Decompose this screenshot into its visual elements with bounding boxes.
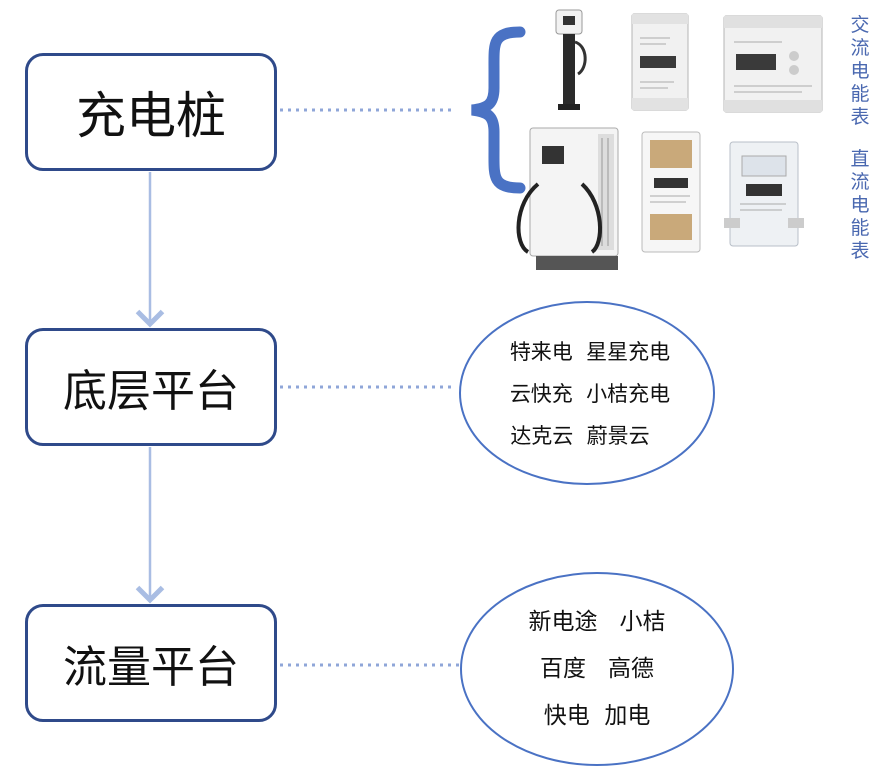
- dc-charger-image: [516, 127, 619, 270]
- ac-charger-image: [555, 9, 587, 110]
- ac-meter-label: 交流电能表: [850, 14, 870, 128]
- platform-name: 百度: [540, 656, 587, 682]
- platform-name: 新电途: [528, 609, 598, 635]
- traffic-platform-node: 流量平台: [25, 604, 277, 722]
- curly-brace: [471, 26, 526, 194]
- ac-meter-large-image: [723, 15, 823, 113]
- dc-meter-large-image: [724, 141, 804, 247]
- platform-name: 小桔充电: [586, 382, 671, 406]
- platform-name: 小桔: [619, 609, 666, 635]
- dc-meter-small-image: [641, 131, 701, 253]
- platform-name: 特来电: [509, 340, 573, 364]
- charging-pile-node: 充电桩: [25, 53, 277, 171]
- traffic-platform-row: 新电途 小桔: [512, 611, 682, 634]
- dc-meter-label: 直流电能表: [850, 148, 870, 262]
- base-platform-row: 特来电 星星充电: [500, 342, 680, 363]
- traffic-platform-row: 百度 高德: [522, 658, 672, 681]
- base-platform-row: 达克云 蔚景云: [500, 426, 660, 447]
- traffic-platform-ellipse: [460, 572, 734, 766]
- platform-name: 达克云: [510, 424, 574, 448]
- platform-name: 蔚景云: [586, 424, 650, 448]
- platform-name: 云快充: [509, 382, 573, 406]
- base-platform-node: 底层平台: [25, 328, 277, 446]
- base-platform-row: 云快充 小桔充电: [500, 384, 680, 405]
- platform-name: 加电: [604, 703, 651, 729]
- ac-meter-small-image: [631, 13, 689, 111]
- platform-name: 高德: [607, 656, 654, 682]
- platform-name: 快电: [543, 703, 590, 729]
- platform-name: 星星充电: [586, 340, 671, 364]
- base-platform-ellipse: [459, 301, 715, 485]
- traffic-platform-row: 快电 加电: [522, 705, 672, 728]
